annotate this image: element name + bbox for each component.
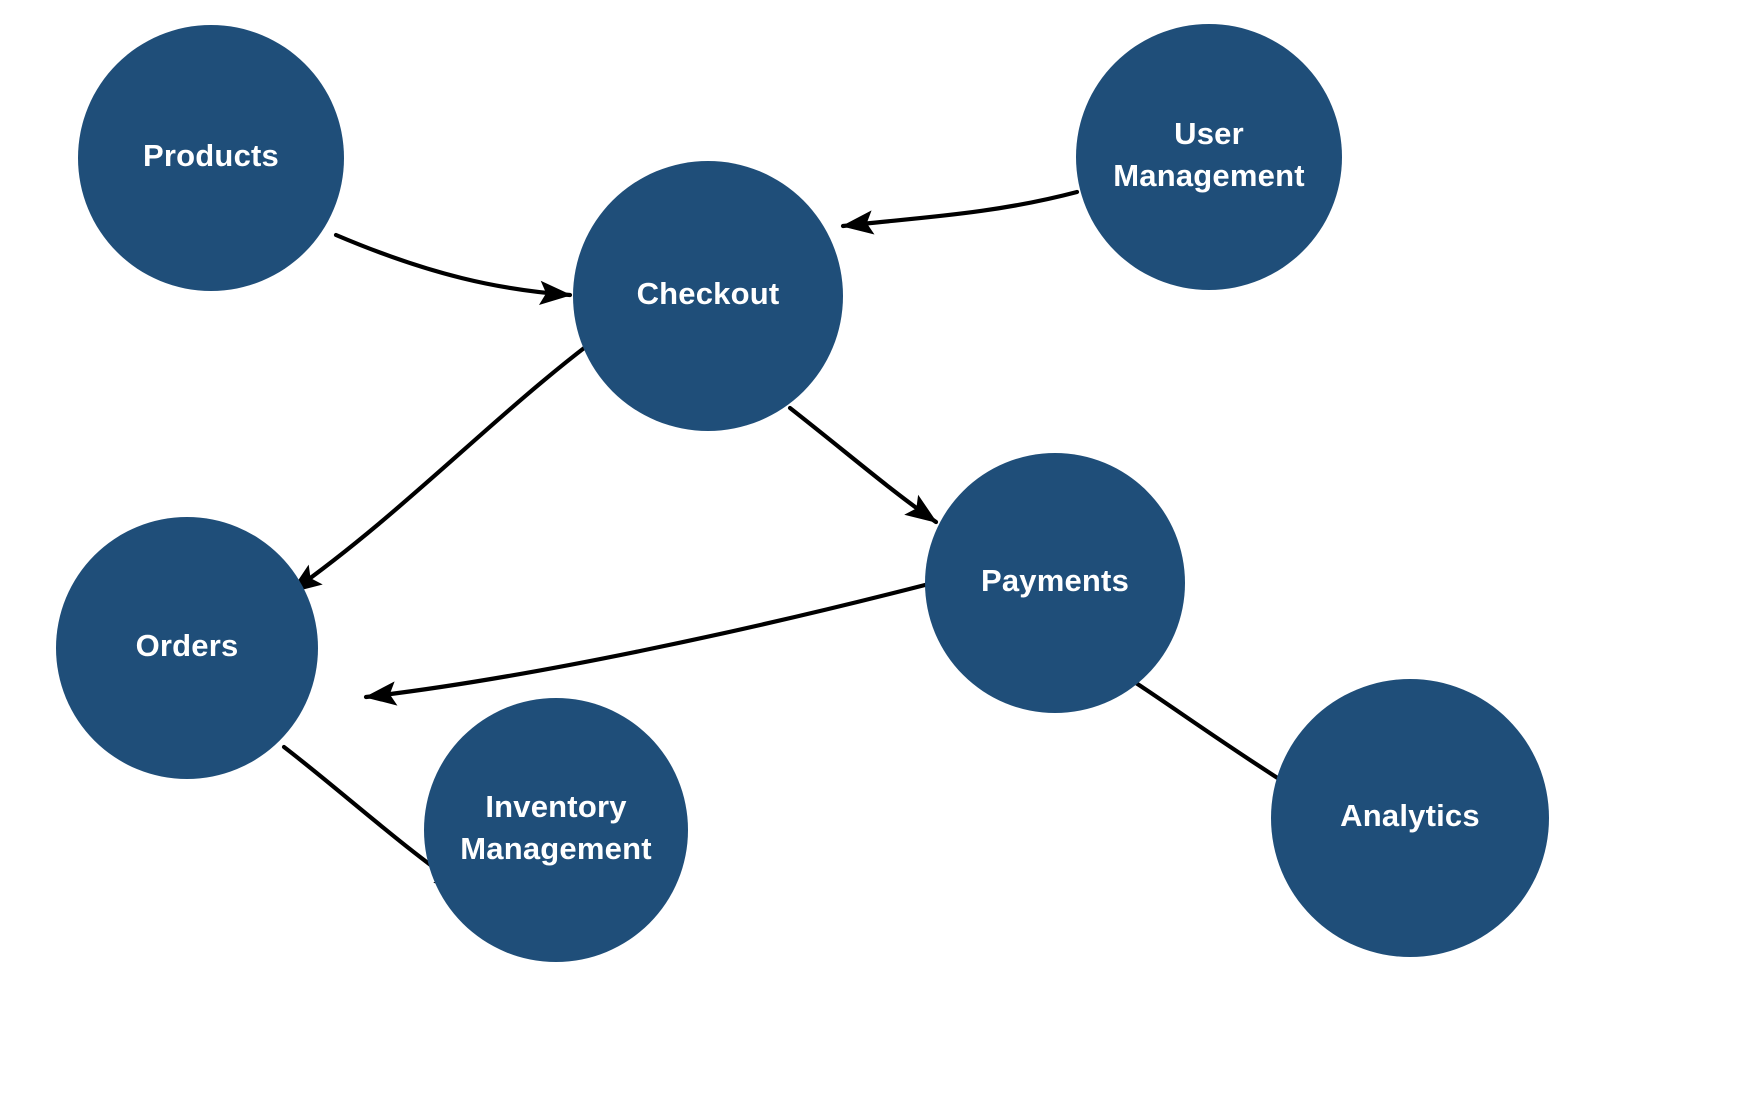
- node-label-line: Inventory: [485, 789, 627, 824]
- node-label-line: Checkout: [637, 276, 780, 311]
- node-label-line: Orders: [136, 628, 239, 663]
- node-label-line: Management: [460, 831, 651, 866]
- node-label-line: Products: [143, 138, 279, 173]
- edge-products-to-checkout: [333, 232, 573, 305]
- node-orders[interactable]: Orders: [56, 517, 318, 779]
- node-checkout[interactable]: Checkout: [573, 161, 843, 431]
- edge-user-management-to-checkout: [840, 189, 1080, 235]
- node-circle-products[interactable]: [78, 25, 344, 291]
- node-circle-payments[interactable]: [925, 453, 1185, 713]
- node-analytics[interactable]: Analytics: [1271, 679, 1549, 957]
- node-products[interactable]: Products: [78, 25, 344, 291]
- edges-layer: [281, 189, 1421, 893]
- node-label-line: Analytics: [1340, 798, 1480, 833]
- node-label-products: Products: [143, 138, 279, 173]
- edge-checkout-to-payments: [787, 405, 939, 525]
- node-circle-inventory-management[interactable]: [424, 698, 688, 962]
- node-circle-orders[interactable]: [56, 517, 318, 779]
- node-label-orders: Orders: [136, 628, 239, 663]
- node-payments[interactable]: Payments: [925, 453, 1185, 713]
- node-label-checkout: Checkout: [637, 276, 780, 311]
- node-label-line: User: [1174, 116, 1244, 151]
- edge-checkout-to-orders: [288, 342, 591, 595]
- node-label-payments: Payments: [981, 563, 1129, 598]
- edge-payments-to-orders: [363, 582, 928, 706]
- node-label-line: Payments: [981, 563, 1129, 598]
- node-label-line: Management: [1113, 158, 1304, 193]
- node-circle-analytics[interactable]: [1271, 679, 1549, 957]
- node-circle-user-management[interactable]: [1076, 24, 1342, 290]
- node-circle-checkout[interactable]: [573, 161, 843, 431]
- node-label-analytics: Analytics: [1340, 798, 1480, 833]
